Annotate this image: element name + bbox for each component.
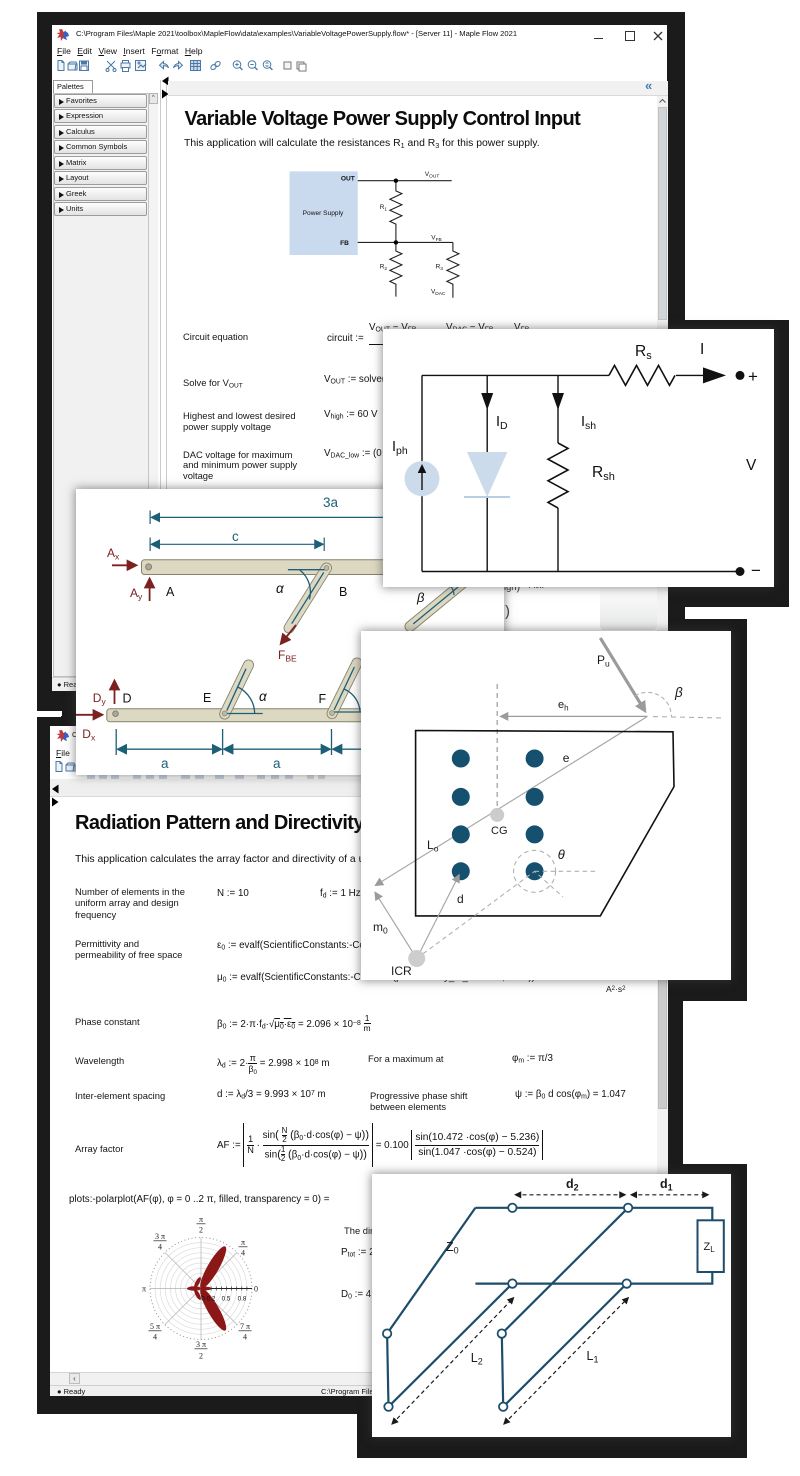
svg-text:4: 4 — [241, 1249, 245, 1258]
svg-text:d1: d1 — [660, 1177, 673, 1193]
svg-text:Power Supply: Power Supply — [303, 210, 344, 217]
svg-text:Z0: Z0 — [446, 1240, 459, 1256]
svg-text:VOUT: VOUT — [425, 171, 439, 180]
svg-text:Lo: Lo — [427, 838, 439, 854]
svg-text:R1: R1 — [380, 204, 388, 213]
svg-text:c: c — [232, 529, 239, 544]
svg-text:0: 0 — [201, 1296, 205, 1303]
svg-text:4: 4 — [158, 1243, 162, 1252]
svg-text:eh: eh — [558, 699, 569, 713]
svg-text:3a: 3a — [323, 495, 339, 510]
svg-text:4: 4 — [243, 1333, 247, 1342]
svg-text:3 π: 3 π — [196, 1340, 206, 1349]
svg-text:E: E — [203, 691, 211, 705]
svg-text:FBE: FBE — [278, 648, 297, 664]
svg-text:2: 2 — [199, 1352, 203, 1361]
svg-text:7 π: 7 π — [240, 1322, 250, 1331]
svg-text:I: I — [700, 341, 704, 358]
svg-text:0.8: 0.8 — [238, 1296, 247, 1303]
svg-text:3 π: 3 π — [155, 1232, 165, 1241]
svg-text:V: V — [746, 457, 757, 474]
svg-text:a: a — [161, 756, 169, 771]
svg-text:π: π — [241, 1238, 245, 1247]
svg-text:ID: ID — [496, 414, 508, 432]
svg-text:0.5: 0.5 — [222, 1296, 231, 1303]
svg-text:d: d — [457, 892, 464, 906]
svg-text:VDAC: VDAC — [431, 288, 446, 297]
svg-text:5 π: 5 π — [150, 1322, 160, 1331]
svg-text:L2: L2 — [471, 1351, 483, 1367]
svg-text:2: 2 — [199, 1226, 203, 1235]
svg-text:Iph: Iph — [392, 439, 408, 457]
svg-text:A: A — [166, 585, 175, 599]
svg-text:FB: FB — [340, 240, 349, 247]
svg-text:m0: m0 — [373, 920, 388, 936]
svg-text:Dx: Dx — [82, 727, 96, 743]
svg-text:OUT: OUT — [341, 175, 355, 182]
svg-text:θ: θ — [558, 847, 565, 862]
svg-text:d2: d2 — [566, 1177, 579, 1193]
svg-text:B: B — [339, 585, 347, 599]
svg-text:β: β — [674, 685, 683, 700]
svg-text:F: F — [318, 692, 326, 706]
svg-text:R2: R2 — [380, 263, 388, 272]
svg-text:−: − — [751, 561, 761, 580]
svg-text:Rsh: Rsh — [592, 464, 615, 483]
svg-text:Dy: Dy — [92, 691, 106, 707]
svg-text:π: π — [142, 1285, 146, 1294]
svg-text:Rs: Rs — [635, 343, 652, 362]
svg-text:R3: R3 — [436, 263, 444, 272]
svg-text:α: α — [259, 689, 268, 704]
svg-text:Ax: Ax — [107, 546, 120, 562]
svg-text:0: 0 — [254, 1285, 258, 1294]
svg-text:a: a — [273, 756, 281, 771]
svg-text:e: e — [563, 751, 570, 765]
svg-text:4: 4 — [153, 1333, 157, 1342]
svg-text:Ish: Ish — [581, 414, 596, 432]
svg-text:β: β — [416, 590, 425, 605]
svg-text:Pu: Pu — [597, 653, 610, 669]
svg-text:Ay: Ay — [130, 586, 143, 602]
svg-text:0.2: 0.2 — [207, 1296, 216, 1303]
svg-text:L1: L1 — [587, 1349, 599, 1365]
svg-text:D: D — [122, 692, 131, 706]
svg-text:+: + — [748, 367, 758, 386]
svg-text:ZL: ZL — [704, 1241, 716, 1254]
svg-text:ICR: ICR — [391, 964, 412, 978]
svg-text:VFB: VFB — [431, 234, 441, 243]
svg-text:π: π — [199, 1215, 203, 1224]
svg-text:α: α — [276, 581, 285, 596]
svg-text:CG: CG — [491, 825, 508, 837]
